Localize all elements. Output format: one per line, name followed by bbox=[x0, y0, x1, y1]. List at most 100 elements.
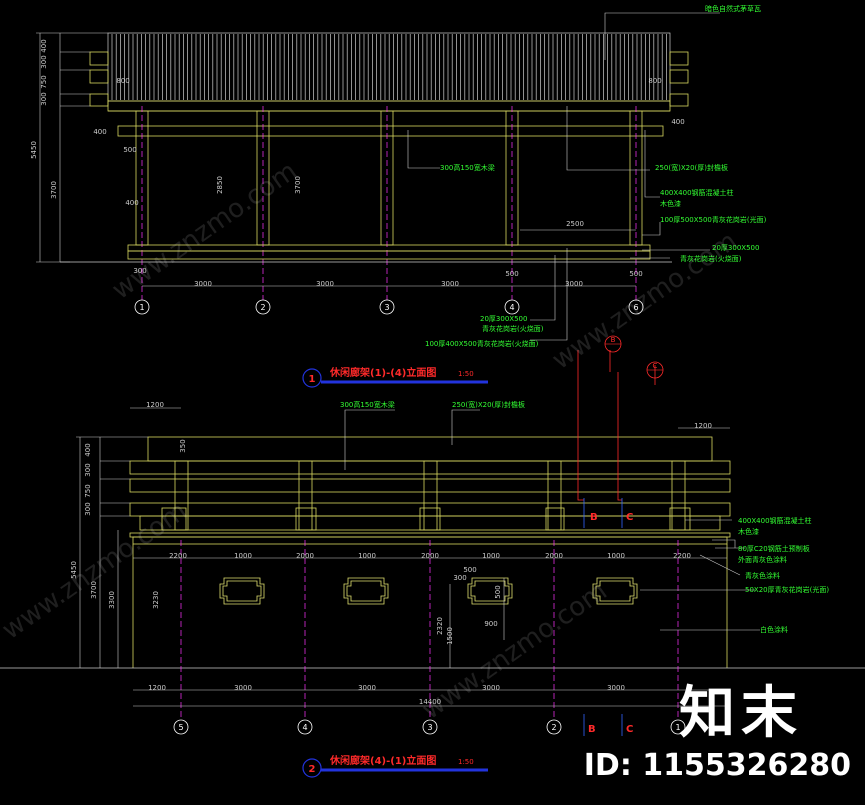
note: 80厚C20钢筋土预制板 bbox=[738, 544, 810, 553]
dim-text: 2320 bbox=[436, 617, 444, 635]
roof-thatch bbox=[107, 32, 671, 102]
note: 50X20厚青灰花岗岩(光面) bbox=[745, 585, 829, 594]
section-mark-text: B bbox=[611, 336, 616, 344]
dim-text: 2000 bbox=[421, 552, 439, 560]
dim-text: 2850 bbox=[216, 176, 224, 194]
dim-text: 3000 bbox=[234, 684, 252, 692]
dim-text: 3230 bbox=[152, 591, 160, 609]
window bbox=[343, 577, 389, 605]
dim-text: 1000 bbox=[234, 552, 252, 560]
dim-text: 500 bbox=[494, 585, 502, 598]
dim-text: 500 bbox=[463, 566, 476, 574]
column-centerlines bbox=[141, 106, 637, 300]
note: 木色漆 bbox=[660, 199, 681, 208]
dim-text: 1000 bbox=[358, 552, 376, 560]
annotations-1: 暗色自然式茅草瓦 300高150宽木梁 250(宽)X20(厚)封檐板 400X… bbox=[425, 4, 767, 348]
dim-text: 300 bbox=[453, 574, 466, 582]
section-label: B bbox=[588, 724, 596, 735]
note-roof: 暗色自然式茅草瓦 bbox=[705, 4, 761, 13]
svg-text:www.znzmo.com: www.znzmo.com bbox=[0, 496, 193, 646]
leader-lines-2 bbox=[344, 409, 760, 631]
dim-text: 400 bbox=[671, 118, 684, 126]
dim-text: 5450 bbox=[30, 141, 38, 159]
section-label: C bbox=[626, 724, 633, 735]
svg-text:3: 3 bbox=[427, 723, 432, 732]
note: 300高150宽木梁 bbox=[340, 400, 395, 409]
note: 400X400钢筋混凝土柱 bbox=[738, 516, 812, 525]
axis-bubbles-1: 1 2 3 4 6 bbox=[134, 299, 644, 315]
note: 青灰花岗岩(火烧面) bbox=[680, 254, 742, 263]
title-number: 1 bbox=[309, 374, 316, 385]
diagonal-watermarks: www.znzmo.com www.znzmo.com www.znzmo.co… bbox=[0, 156, 743, 726]
svg-text:2: 2 bbox=[551, 723, 556, 732]
axis-bubble: 6 bbox=[628, 299, 644, 315]
dim-text: 800 bbox=[648, 77, 661, 85]
svg-text:5: 5 bbox=[178, 723, 183, 732]
svg-text:www.znzmo.com: www.znzmo.com bbox=[417, 576, 613, 726]
dim-text: 3000 bbox=[194, 280, 212, 288]
dim-text: 14400 bbox=[419, 698, 441, 706]
svg-text:www.znzmo.com: www.znzmo.com bbox=[547, 226, 743, 376]
dim-text: 5450 bbox=[70, 561, 78, 579]
watermark-id: ID: 1155326280 bbox=[583, 748, 851, 783]
title-text: 休闲廊架(4)-(1)立面图 bbox=[329, 754, 436, 767]
svg-text:2: 2 bbox=[260, 303, 265, 312]
watermark-logo: 知末 bbox=[679, 681, 803, 746]
window bbox=[467, 577, 513, 605]
dim-text: 3700 bbox=[294, 176, 302, 194]
note: 外面青灰色涂料 bbox=[738, 555, 787, 564]
leader-lines-1 bbox=[407, 12, 720, 341]
note: 20厚300X500 bbox=[712, 244, 759, 252]
note: 白色涂料 bbox=[760, 625, 788, 634]
note: 100厚400X500青灰花岗岩(火烧面) bbox=[425, 339, 539, 348]
axis-bubbles-2: 5 4 3 2 1 bbox=[173, 719, 686, 735]
base-plinth bbox=[60, 244, 672, 263]
dim-text: 1200 bbox=[694, 422, 712, 430]
dim-text: 3000 bbox=[441, 280, 459, 288]
dim-text: 2000 bbox=[296, 552, 314, 560]
axis-bubble: 5 bbox=[173, 719, 189, 735]
dim-text: 400 bbox=[125, 199, 138, 207]
dim-text: 3000 bbox=[358, 684, 376, 692]
dim-text: 900 bbox=[484, 620, 497, 628]
roof-rails bbox=[129, 436, 731, 531]
elevation-1: 1 2 3 4 6 400 300 750 300 bbox=[30, 4, 767, 388]
dim-text: 400 bbox=[93, 128, 106, 136]
dim-text: 1200 bbox=[146, 401, 164, 409]
svg-text:4: 4 bbox=[302, 723, 307, 732]
svg-text:6: 6 bbox=[633, 303, 638, 312]
section-markers: B C B C B C bbox=[588, 335, 664, 735]
axis-bubble: 4 bbox=[504, 299, 520, 315]
beam-ends-left bbox=[89, 51, 689, 107]
section-mark-text: C bbox=[653, 362, 658, 370]
axis-bubble: 2 bbox=[546, 719, 562, 735]
dim-text: 2500 bbox=[566, 220, 584, 228]
svg-text:3: 3 bbox=[384, 303, 389, 312]
dim-text: 300 bbox=[40, 92, 48, 105]
dim-text: 500 bbox=[505, 270, 518, 278]
columns-2 bbox=[161, 460, 691, 531]
axis-bubble: 3 bbox=[422, 719, 438, 735]
dim-text: 1000 bbox=[607, 552, 625, 560]
title-scale: 1:50 bbox=[458, 758, 474, 766]
section-cut-lines bbox=[577, 350, 656, 736]
dim-text: 3000 bbox=[565, 280, 583, 288]
axis-bubble: 1 bbox=[134, 299, 150, 315]
dim-text: 300 bbox=[84, 502, 92, 515]
dim-text: 400 bbox=[40, 39, 48, 52]
dim-text: 500 bbox=[629, 270, 642, 278]
title-text: 休闲廊架(1)-(4)立面图 bbox=[329, 366, 436, 379]
dim-text: 1200 bbox=[148, 684, 166, 692]
dim-text: 3700 bbox=[50, 181, 58, 199]
dim-text: 350 bbox=[179, 439, 187, 452]
axis-bubble: 3 bbox=[379, 299, 395, 315]
note: 250(宽)X20(厚)封檐板 bbox=[655, 163, 728, 172]
note: 100厚500X500青灰花岗岩(光面) bbox=[660, 215, 767, 224]
note: 400X400钢筋混凝土柱 bbox=[660, 188, 734, 197]
beams bbox=[107, 100, 671, 137]
dimension-texts-1: 400 300 750 300 5450 3700 2850 3700 400 … bbox=[30, 39, 685, 288]
dim-text: 3000 bbox=[482, 684, 500, 692]
decorative-windows bbox=[219, 577, 638, 605]
drawing-title-2: 2 休闲廊架(4)-(1)立面图 1:50 bbox=[302, 754, 488, 778]
dim-text: 3000 bbox=[316, 280, 334, 288]
